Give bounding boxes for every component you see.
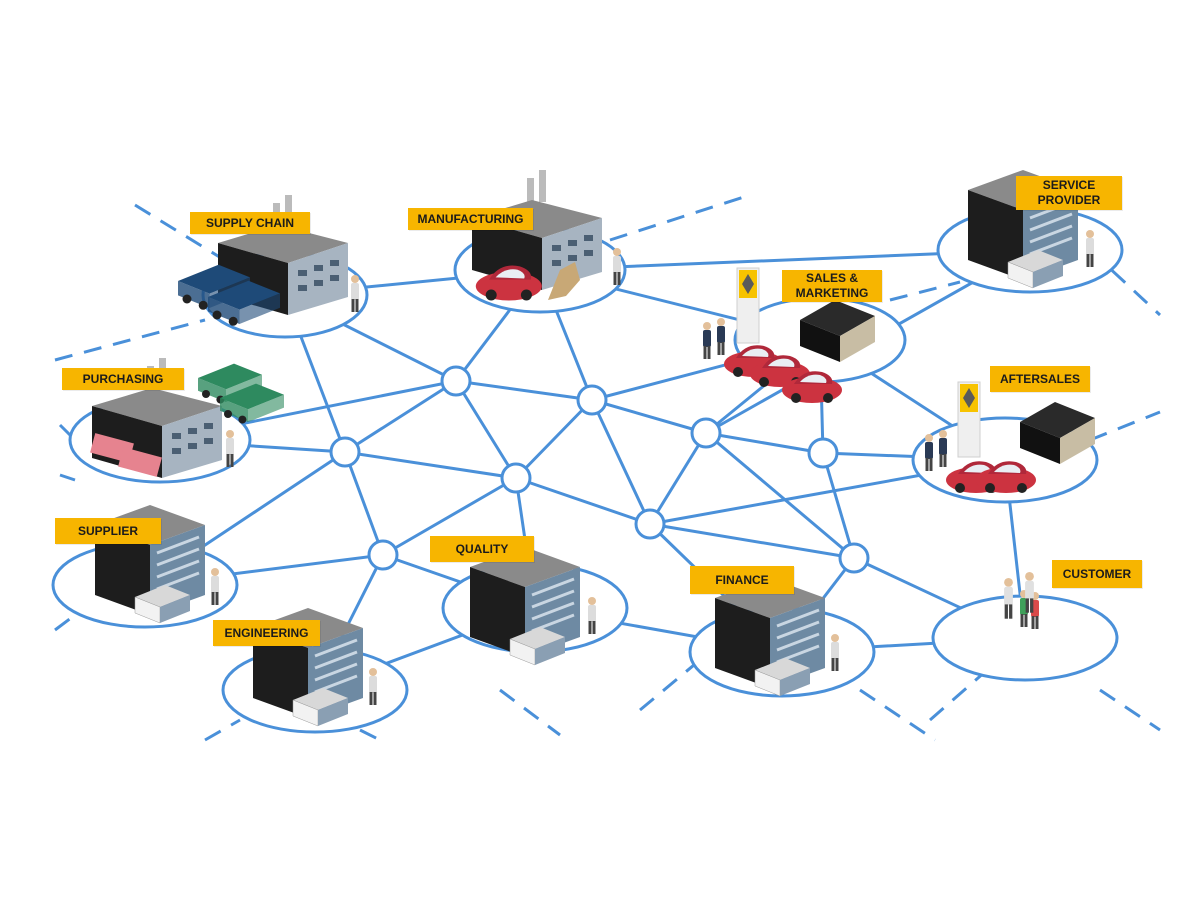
network-link — [704, 431, 825, 455]
network-hubs — [329, 365, 870, 574]
label-sales-marketing: SALES & MARKETING — [782, 270, 882, 302]
dashed-link — [359, 728, 381, 742]
network-link — [343, 450, 518, 480]
network-link — [514, 398, 594, 480]
label-manufacturing: MANUFACTURING — [408, 208, 533, 230]
network-hub — [500, 462, 532, 494]
robot-arm-icon — [548, 262, 580, 300]
dashed-link — [54, 613, 76, 632]
network-hub — [367, 539, 399, 571]
label-engineering: ENGINEERING — [213, 620, 320, 646]
dashed-link — [499, 688, 561, 737]
dashed-link — [1099, 688, 1161, 732]
dashed-link — [859, 688, 936, 742]
factory-icon — [472, 170, 602, 290]
network-hub — [576, 384, 608, 416]
network-link — [454, 379, 594, 402]
network-link — [648, 431, 708, 526]
label-supplier: SUPPLIER — [55, 518, 161, 544]
label-finance: FINANCE — [690, 566, 794, 594]
dashed-link — [59, 473, 76, 482]
label-supply-chain: SUPPLY CHAIN — [190, 212, 310, 234]
network-link — [704, 431, 856, 560]
dashed-link — [1089, 410, 1161, 442]
network-link — [454, 379, 518, 480]
network-hub — [690, 417, 722, 449]
network-link — [343, 379, 458, 454]
label-quality: QUALITY — [430, 536, 534, 562]
office-building-icon — [468, 545, 582, 667]
network-hub — [440, 365, 472, 397]
network-link — [590, 398, 708, 435]
brand-sign-icon — [736, 267, 760, 344]
label-service-provider: SERVICE PROVIDER — [1016, 176, 1122, 210]
person-icon — [717, 318, 725, 355]
network-link — [343, 450, 385, 557]
brand-sign-icon — [957, 381, 981, 458]
bundle-icon — [118, 447, 162, 477]
label-purchasing: PURCHASING — [62, 368, 184, 390]
dashed-link — [204, 718, 241, 742]
network-hub — [329, 436, 361, 468]
network-link — [590, 398, 652, 526]
network-link — [648, 522, 856, 560]
person-icon — [703, 322, 711, 359]
network-hub — [634, 508, 666, 540]
dashed-link — [609, 193, 751, 242]
dashed-link — [929, 648, 1011, 722]
network-hub — [807, 437, 839, 469]
network-link — [514, 476, 652, 526]
dashed-link — [889, 280, 961, 302]
dashed-link — [639, 658, 701, 712]
label-customer: CUSTOMER — [1052, 560, 1142, 588]
dashed-link — [54, 318, 206, 362]
label-aftersales: AFTERSALES — [990, 366, 1090, 392]
network-link — [821, 451, 856, 560]
network-hub — [838, 542, 870, 574]
node-illustrations — [90, 168, 1095, 728]
network-link — [381, 476, 518, 557]
